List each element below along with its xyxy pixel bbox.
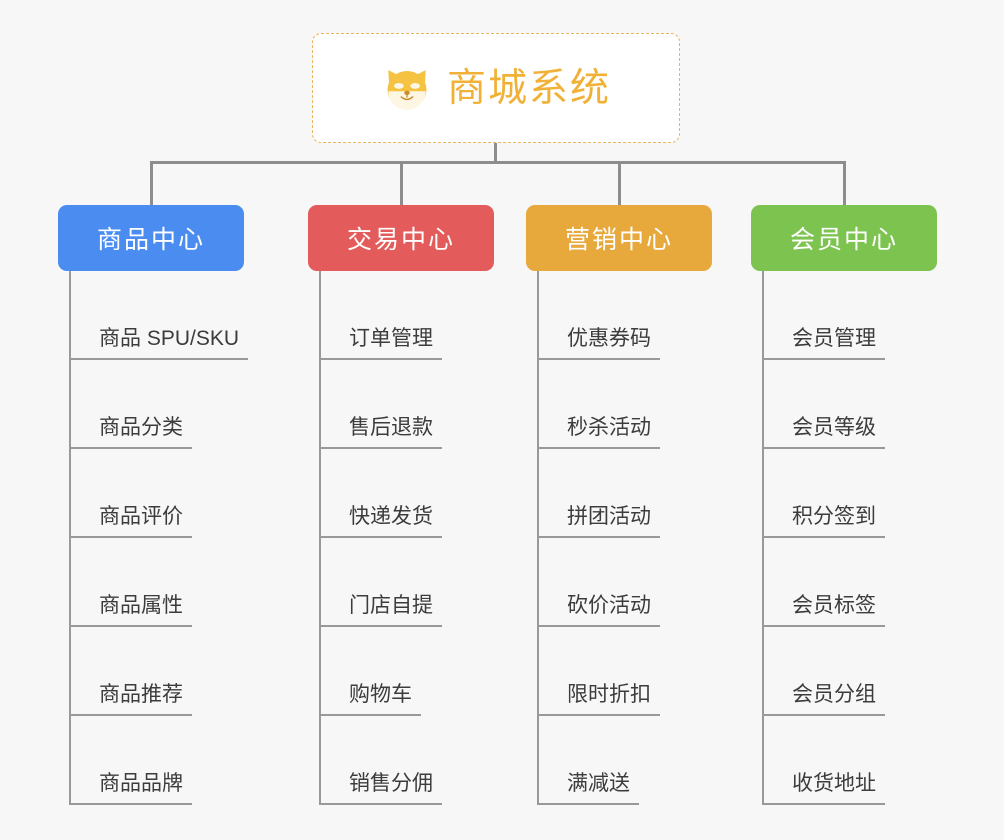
branch-header-trade-center[interactable]: 交易中心 (308, 205, 494, 271)
leaf-item[interactable]: 商品推荐 (58, 627, 244, 716)
leaf-item[interactable]: 拼团活动 (526, 449, 712, 538)
leaf-item-label: 会员标签 (764, 595, 885, 627)
leaf-item-label: 商品属性 (71, 595, 192, 627)
leaf-item-label: 商品品牌 (71, 773, 192, 805)
leaf-item-label: 销售分佣 (321, 773, 442, 805)
leaf-item-label: 门店自提 (321, 595, 442, 627)
leaf-item[interactable]: 销售分佣 (308, 716, 494, 805)
branch-spine-member-center (762, 271, 764, 805)
leaf-item-label: 秒杀活动 (539, 417, 660, 449)
leaf-item[interactable]: 门店自提 (308, 538, 494, 627)
leaf-item-label: 限时折扣 (539, 684, 660, 716)
leaf-item-label: 会员分组 (764, 684, 885, 716)
leaf-item[interactable]: 快递发货 (308, 449, 494, 538)
branch-column-1: 商品中心商品 SPU/SKU 商品分类商品评价商品属性商品推荐商品品牌 (58, 205, 249, 805)
leaf-item[interactable]: 限时折扣 (526, 627, 712, 716)
leaf-item-label: 优惠券码 (539, 328, 660, 360)
leaf-item[interactable]: 秒杀活动 (526, 360, 712, 449)
leaf-item-label: 快递发货 (321, 506, 442, 538)
leaf-item-label: 购物车 (321, 684, 421, 716)
branch-column-2: 交易中心订单管理售后退款快递发货门店自提购物车销售分佣 (308, 205, 494, 805)
shiba-dog-icon (381, 62, 433, 114)
branch-column-3: 营销中心优惠券码秒杀活动拼团活动砍价活动限时折扣满减送 (526, 205, 712, 805)
branch-items-marketing-center: 优惠券码秒杀活动拼团活动砍价活动限时折扣满减送 (526, 271, 712, 805)
leaf-item[interactable]: 满减送 (526, 716, 712, 805)
leaf-item[interactable]: 积分签到 (751, 449, 937, 538)
leaf-item[interactable]: 商品品牌 (58, 716, 244, 805)
leaf-item-label: 会员等级 (764, 417, 885, 449)
leaf-item[interactable]: 会员分组 (751, 627, 937, 716)
leaf-item-label: 商品评价 (71, 506, 192, 538)
leaf-item-label: 满减送 (539, 773, 639, 805)
leaf-item-label: 商品推荐 (71, 684, 192, 716)
connector-drop-1 (150, 161, 153, 205)
leaf-item-label: 售后退款 (321, 417, 442, 449)
connector-drop-3 (618, 161, 621, 205)
leaf-item[interactable]: 优惠券码 (526, 271, 712, 360)
leaf-item[interactable]: 售后退款 (308, 360, 494, 449)
leaf-item[interactable]: 砍价活动 (526, 538, 712, 627)
branch-spine-trade-center (319, 271, 321, 805)
leaf-item[interactable]: 商品属性 (58, 538, 244, 627)
root-node[interactable]: 商城系统 (312, 33, 680, 143)
leaf-item-label: 商品分类 (71, 417, 192, 449)
leaf-item-label: 会员管理 (764, 328, 885, 360)
branch-spine-product-center (69, 271, 71, 805)
leaf-item-label: 拼团活动 (539, 506, 660, 538)
leaf-item[interactable]: 会员等级 (751, 360, 937, 449)
leaf-item[interactable]: 购物车 (308, 627, 494, 716)
branch-header-product-center[interactable]: 商品中心 (58, 205, 244, 271)
connector-drop-2 (400, 161, 403, 205)
branch-spine-marketing-center (537, 271, 539, 805)
branch-header-marketing-center[interactable]: 营销中心 (526, 205, 712, 271)
branch-items-product-center: 商品 SPU/SKU 商品分类商品评价商品属性商品推荐商品品牌 (58, 271, 249, 805)
leaf-item[interactable]: 会员管理 (751, 271, 937, 360)
branch-header-member-center[interactable]: 会员中心 (751, 205, 937, 271)
connector-stem (494, 143, 497, 163)
leaf-item-label: 商品 SPU/SKU (71, 328, 249, 360)
leaf-item[interactable]: 收货地址 (751, 716, 937, 805)
root-title: 商城系统 (446, 66, 611, 110)
leaf-item-label: 积分签到 (764, 506, 885, 538)
branch-items-member-center: 会员管理会员等级积分签到会员标签会员分组收货地址 (751, 271, 937, 805)
leaf-item[interactable]: 订单管理 (308, 271, 494, 360)
leaf-item-label: 订单管理 (321, 328, 442, 360)
leaf-item[interactable]: 商品评价 (58, 449, 244, 538)
leaf-item[interactable]: 商品分类 (58, 360, 244, 449)
branch-column-4: 会员中心会员管理会员等级积分签到会员标签会员分组收货地址 (751, 205, 937, 805)
leaf-item[interactable]: 会员标签 (751, 538, 937, 627)
branch-items-trade-center: 订单管理售后退款快递发货门店自提购物车销售分佣 (308, 271, 494, 805)
leaf-item[interactable]: 商品 SPU/SKU (58, 271, 249, 360)
connector-bar (150, 161, 846, 164)
leaf-item-label: 砍价活动 (539, 595, 660, 627)
leaf-item-label: 收货地址 (764, 773, 885, 805)
connector-drop-4 (843, 161, 846, 205)
